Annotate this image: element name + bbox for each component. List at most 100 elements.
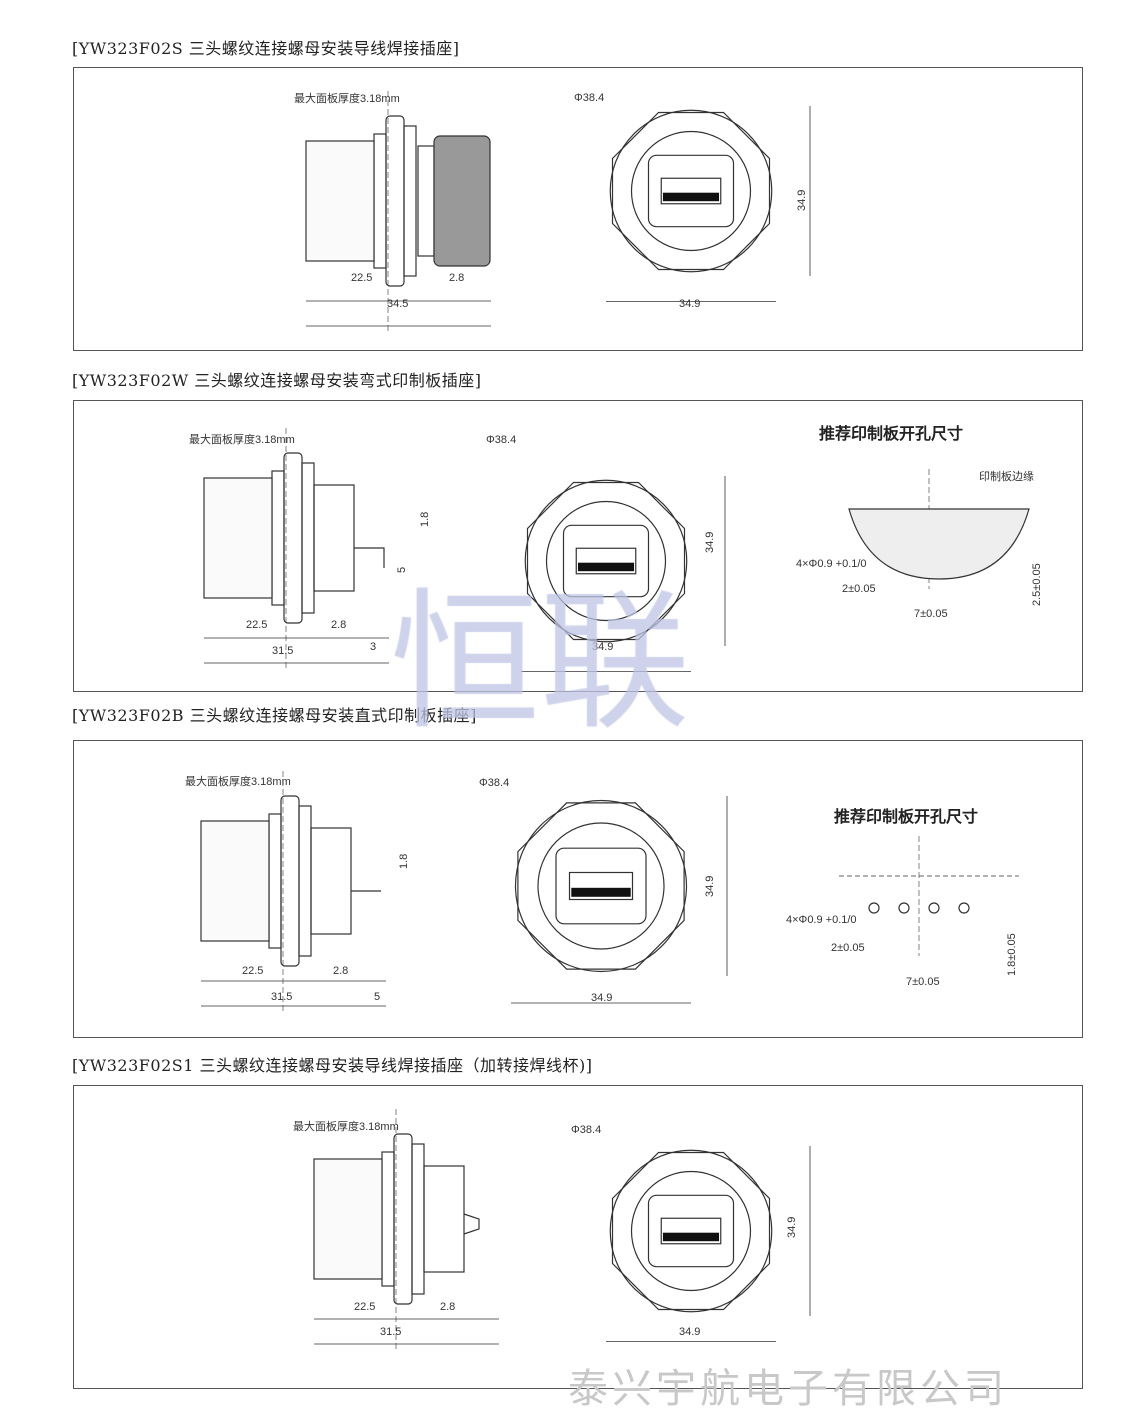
- pcb-hole: [958, 902, 970, 914]
- dim-label: 31.5: [271, 991, 292, 1003]
- inner-circle: [537, 822, 665, 950]
- pcb-hole: [868, 902, 880, 914]
- hex-outline: [517, 802, 685, 970]
- usb-shell: [647, 1194, 735, 1268]
- drawing-panel-f02s1: 最大面板厚度3.18mm Φ38.4 22.5 2.8 31.5 34.9 34…: [73, 1085, 1083, 1389]
- dim-label: 7±0.05: [906, 976, 940, 988]
- hex-nut: [393, 1133, 413, 1305]
- dim-label: 34.9: [704, 532, 716, 553]
- panel-thickness-label: 最大面板厚度3.18mm: [185, 774, 291, 788]
- diameter-label: Φ38.4: [571, 1124, 601, 1136]
- drawing-panel-f02w: 最大面板厚度3.18mm Φ38.4 22.5 2.8 31.5 3 1.8 5…: [73, 400, 1083, 692]
- inner-circle: [630, 1170, 752, 1292]
- dim-label: 22.5: [246, 619, 267, 631]
- connector-body: [313, 1158, 383, 1280]
- usb-port: [575, 547, 637, 575]
- dim-label: 34.9: [704, 876, 716, 897]
- drawing: 最大面板厚度3.18mm Φ38.4 22.5 2.8 34.5 34.9 34…: [294, 91, 811, 331]
- dim-label: 1.8: [398, 854, 410, 869]
- pcb-edge-label: 印制板边缘: [979, 469, 1034, 483]
- pcb-hole: [898, 902, 910, 914]
- dim-label: 2.8: [449, 272, 464, 284]
- thread: [271, 470, 285, 606]
- dim-label: 31.5: [380, 1326, 401, 1338]
- pcb-heading: 推荐印制板开孔尺寸: [834, 807, 978, 826]
- outer-circle: [609, 109, 773, 273]
- drawing: 最大面板厚度3.18mm Φ38.4 22.5 2.8 31.5 34.9 34…: [293, 1109, 811, 1349]
- drawing: 最大面板厚度3.18mm Φ38.4 22.5 2.8 31.5 5 1.8 3…: [185, 771, 1019, 1011]
- drawing: 最大面板厚度3.18mm Φ38.4 22.5 2.8 31.5 3 1.8 5…: [189, 424, 1043, 672]
- solder-cup: [463, 1213, 480, 1235]
- knurled-cap: [433, 135, 491, 267]
- diameter-label: Φ38.4: [479, 777, 509, 789]
- flange: [403, 125, 417, 277]
- dim-label: 1.8±0.05: [1006, 933, 1018, 976]
- pcb-edge: [848, 508, 1030, 580]
- dim-label: 5: [374, 991, 380, 1003]
- dim-label: 34.9: [679, 298, 700, 310]
- dim-label: 34.9: [591, 992, 612, 1004]
- usb-tongue: [662, 1232, 720, 1242]
- hole-label: 4×Φ0.9 +0.1/0: [786, 914, 857, 926]
- dim-label: 2±0.05: [842, 583, 876, 595]
- flange: [298, 805, 312, 957]
- section-title: [YW323F02W 三头螺纹连接螺母安装弯式印制板插座]: [72, 371, 482, 390]
- usb-port: [660, 1217, 722, 1245]
- dim-label: 34.9: [679, 1326, 700, 1338]
- dim-label: 34.5: [387, 298, 408, 310]
- hex-outline: [611, 111, 771, 271]
- connector-body: [305, 140, 375, 262]
- dim-label: 22.5: [351, 272, 372, 284]
- hex-nut: [283, 452, 303, 624]
- dim-label: 31.5: [272, 645, 293, 657]
- flange: [411, 1143, 425, 1295]
- panel-thickness-label: 最大面板厚度3.18mm: [294, 91, 400, 105]
- company-name: 泰兴宇航电子有限公司: [568, 1366, 1008, 1412]
- drawing-panel-f02s: 最大面板厚度3.18mm Φ38.4 22.5 2.8 34.5 34.9 34…: [73, 67, 1083, 351]
- outer-circle: [524, 479, 688, 643]
- inner-circle: [545, 500, 667, 622]
- dim-label: 34.9: [592, 641, 613, 653]
- usb-shell: [647, 154, 735, 228]
- usb-shell: [555, 847, 647, 925]
- pcb-hole: [928, 902, 940, 914]
- usb-port: [568, 871, 634, 901]
- dim-label: 2.8: [333, 965, 348, 977]
- dim-label: 1.8: [419, 512, 431, 527]
- diameter-label: Φ38.4: [486, 434, 516, 446]
- dim-label: 7±0.05: [914, 608, 948, 620]
- dim-label: 3: [370, 641, 376, 653]
- dim-label: 2.8: [331, 619, 346, 631]
- usb-tongue: [662, 192, 720, 202]
- dim-label: 2.8: [440, 1301, 455, 1313]
- dim-label: 34.9: [786, 1217, 798, 1238]
- diameter-label: Φ38.4: [574, 92, 604, 104]
- hex-outline: [526, 481, 686, 641]
- dim-label: 5: [396, 567, 408, 573]
- thread: [373, 133, 387, 269]
- connector-body: [200, 820, 270, 942]
- hex-nut: [280, 795, 300, 967]
- hex-nut: [385, 115, 405, 287]
- connector-body: [203, 477, 273, 599]
- section-title: [YW323F02B 三头螺纹连接螺母安装直式印制板插座]: [72, 706, 477, 725]
- rear-body: [310, 827, 352, 935]
- pin: [354, 547, 385, 568]
- dim-label: 22.5: [242, 965, 263, 977]
- outer-circle: [609, 1149, 773, 1313]
- usb-tongue: [571, 887, 631, 897]
- dim-label: 34.9: [796, 190, 808, 211]
- flange: [301, 462, 315, 614]
- dim-label: 2.5±0.05: [1031, 563, 1043, 606]
- inner-circle: [630, 130, 752, 252]
- dim-label: 2±0.05: [831, 942, 865, 954]
- rear-body: [423, 1165, 465, 1273]
- rear-body: [313, 484, 355, 592]
- outer-circle: [514, 799, 688, 973]
- hole-label: 4×Φ0.9 +0.1/0: [796, 558, 867, 570]
- dim-label: 22.5: [354, 1301, 375, 1313]
- panel-thickness-label: 最大面板厚度3.18mm: [293, 1119, 399, 1133]
- section-title: [YW323F02S1 三头螺纹连接螺母安装导线焊接插座（加转接焊线杯)]: [72, 1056, 593, 1075]
- panel-thickness-label: 最大面板厚度3.18mm: [189, 432, 295, 446]
- usb-port: [660, 177, 722, 205]
